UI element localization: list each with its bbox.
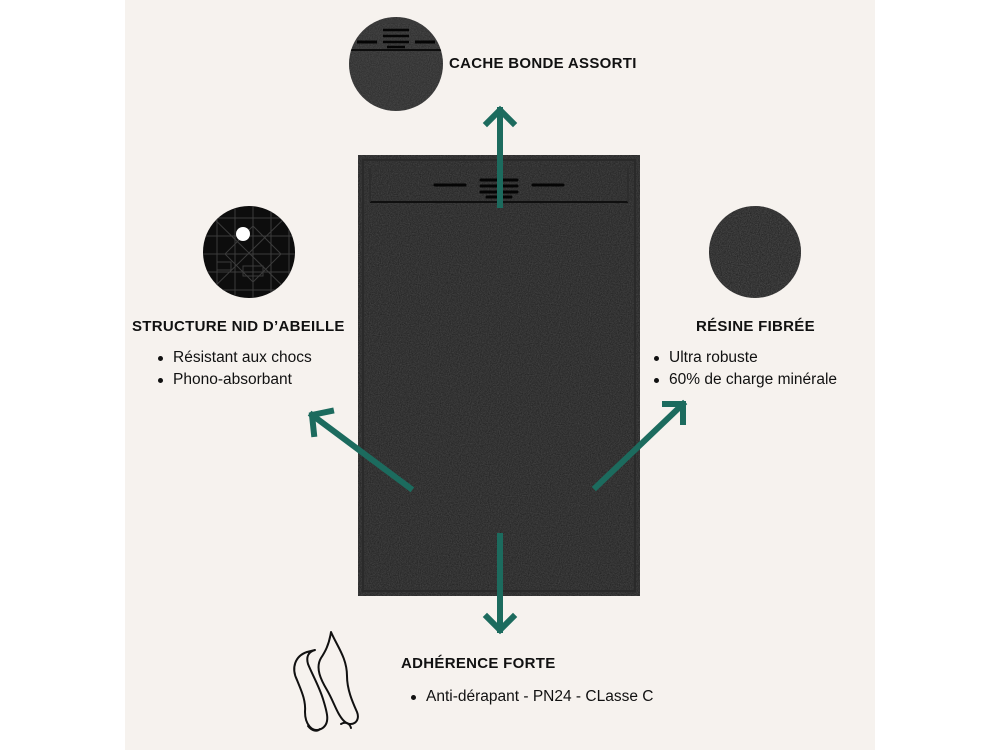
fiber-resin-texture-detail-icon xyxy=(709,206,801,298)
list-item: Anti-dérapant - PN24 - CLasse C xyxy=(408,686,653,708)
arrow-up-right xyxy=(591,399,688,492)
resin-bullet-list: Ultra robuste 60% de charge minérale xyxy=(651,347,837,391)
arrows xyxy=(307,105,688,635)
illustration-layer xyxy=(203,17,801,732)
resin-title: RÉSINE FIBRÉE xyxy=(696,318,815,335)
arrow-down xyxy=(482,533,518,635)
list-item: 60% de charge minérale xyxy=(651,369,837,391)
arrow-up-left xyxy=(307,407,415,493)
bare-feet-outline-icon xyxy=(293,631,359,732)
shower-tray-image xyxy=(358,155,640,596)
honeycomb-title: STRUCTURE NID D’ABEILLE xyxy=(132,318,345,335)
drain-cover-title: CACHE BONDE ASSORTI xyxy=(449,55,637,72)
list-item: Résistant aux chocs xyxy=(155,347,312,369)
grip-bullet-list: Anti-dérapant - PN24 - CLasse C xyxy=(408,686,653,708)
product-infographic: CACHE BONDE ASSORTI STRUCTURE NID D’ABEI… xyxy=(125,0,875,750)
list-item: Ultra robuste xyxy=(651,347,837,369)
drain-cover-detail-icon xyxy=(349,17,443,111)
list-item: Phono-absorbant xyxy=(155,369,312,391)
honeycomb-structure-detail-icon xyxy=(203,206,295,298)
arrow-up xyxy=(482,105,518,208)
honeycomb-bullet-list: Résistant aux chocs Phono-absorbant xyxy=(155,347,312,391)
grip-title: ADHÉRENCE FORTE xyxy=(401,655,556,672)
